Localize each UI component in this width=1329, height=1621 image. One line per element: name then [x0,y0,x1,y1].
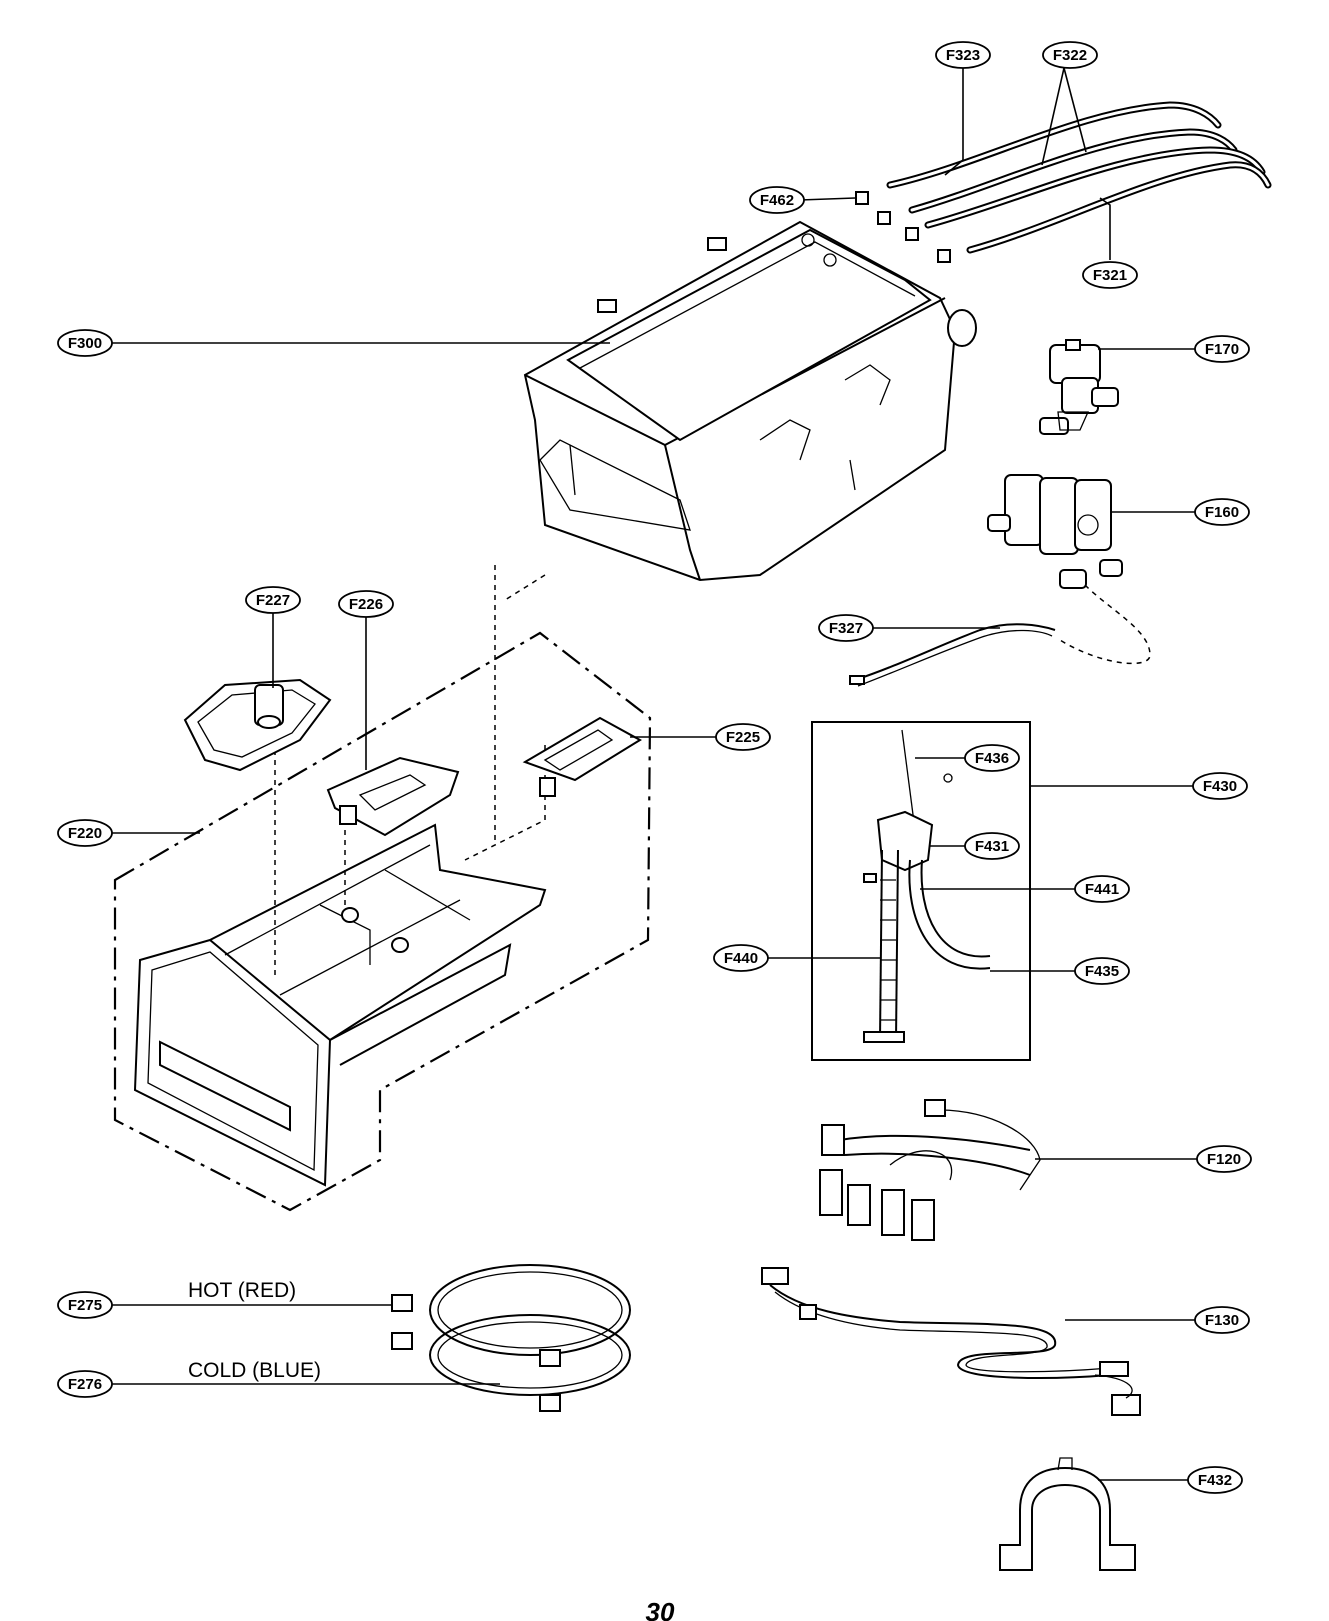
wire-harness-sub [761,1267,1141,1416]
inlet-hoses [855,101,1272,263]
svg-text:F170: F170 [1205,341,1239,358]
callout-f431: F431 [964,832,1020,860]
svg-text:F225: F225 [726,729,760,746]
callout-f323: F323 [935,41,991,69]
callout-f275: F275 [57,1291,113,1319]
svg-text:F276: F276 [68,1376,102,1393]
svg-text:F323: F323 [946,47,980,64]
callout-f327: F327 [818,614,874,642]
callout-f160: F160 [1194,498,1250,526]
svg-text:F432: F432 [1198,1472,1232,1489]
inlet-wire-coils [391,1264,631,1412]
svg-text:F130: F130 [1205,1312,1239,1329]
callout-f276: F276 [57,1370,113,1398]
callout-f225: F225 [715,723,771,751]
callout-f130: F130 [1194,1306,1250,1334]
water-valve-triple [987,474,1151,665]
detergent-drawer [133,823,547,1187]
bleach-insert [326,756,460,837]
page-number: 30 [646,1597,675,1621]
hose-bracket [999,1457,1136,1571]
callout-f220: F220 [57,819,113,847]
callout-f430: F430 [1192,772,1248,800]
softener-cap [183,678,332,772]
svg-text:F430: F430 [1203,778,1237,795]
svg-text:F462: F462 [760,192,794,209]
callout-f436: F436 [964,744,1020,772]
svg-text:F220: F220 [68,825,102,842]
callout-f435: F435 [1074,957,1130,985]
callout-f441: F441 [1074,875,1130,903]
svg-text:F440: F440 [724,950,758,967]
svg-text:F321: F321 [1093,267,1127,284]
water-valve-single [1039,339,1119,435]
svg-text:F300: F300 [68,335,102,352]
callout-f321: F321 [1082,261,1138,289]
svg-text:F226: F226 [349,596,383,613]
hot-wire-note: HOT (RED) [188,1279,296,1302]
callout-f432: F432 [1187,1466,1243,1494]
callout-f120: F120 [1196,1145,1252,1173]
svg-text:F275: F275 [68,1297,102,1314]
svg-text:F436: F436 [975,750,1009,767]
dispenser-housing [523,220,977,582]
svg-text:F322: F322 [1053,47,1087,64]
callout-f170: F170 [1194,335,1250,363]
svg-text:F160: F160 [1205,504,1239,521]
svg-text:F227: F227 [256,592,290,609]
callout-f226: F226 [338,590,394,618]
wire-harness-main [819,1099,1041,1241]
leader-lines [112,67,1197,1481]
callout-f462: F462 [749,186,805,214]
callout-f227: F227 [245,586,301,614]
ground-wire [849,623,1056,687]
svg-text:F431: F431 [975,838,1009,855]
svg-text:F441: F441 [1085,881,1119,898]
callout-f440: F440 [713,944,769,972]
callout-f300: F300 [57,329,113,357]
drain-hose-assembly [811,721,1031,1061]
svg-text:F435: F435 [1085,963,1119,980]
callout-f322: F322 [1042,41,1098,69]
cold-wire-note: COLD (BLUE) [188,1359,321,1382]
liquid-insert [522,716,642,797]
svg-text:F120: F120 [1207,1151,1241,1168]
svg-text:F327: F327 [829,620,863,637]
